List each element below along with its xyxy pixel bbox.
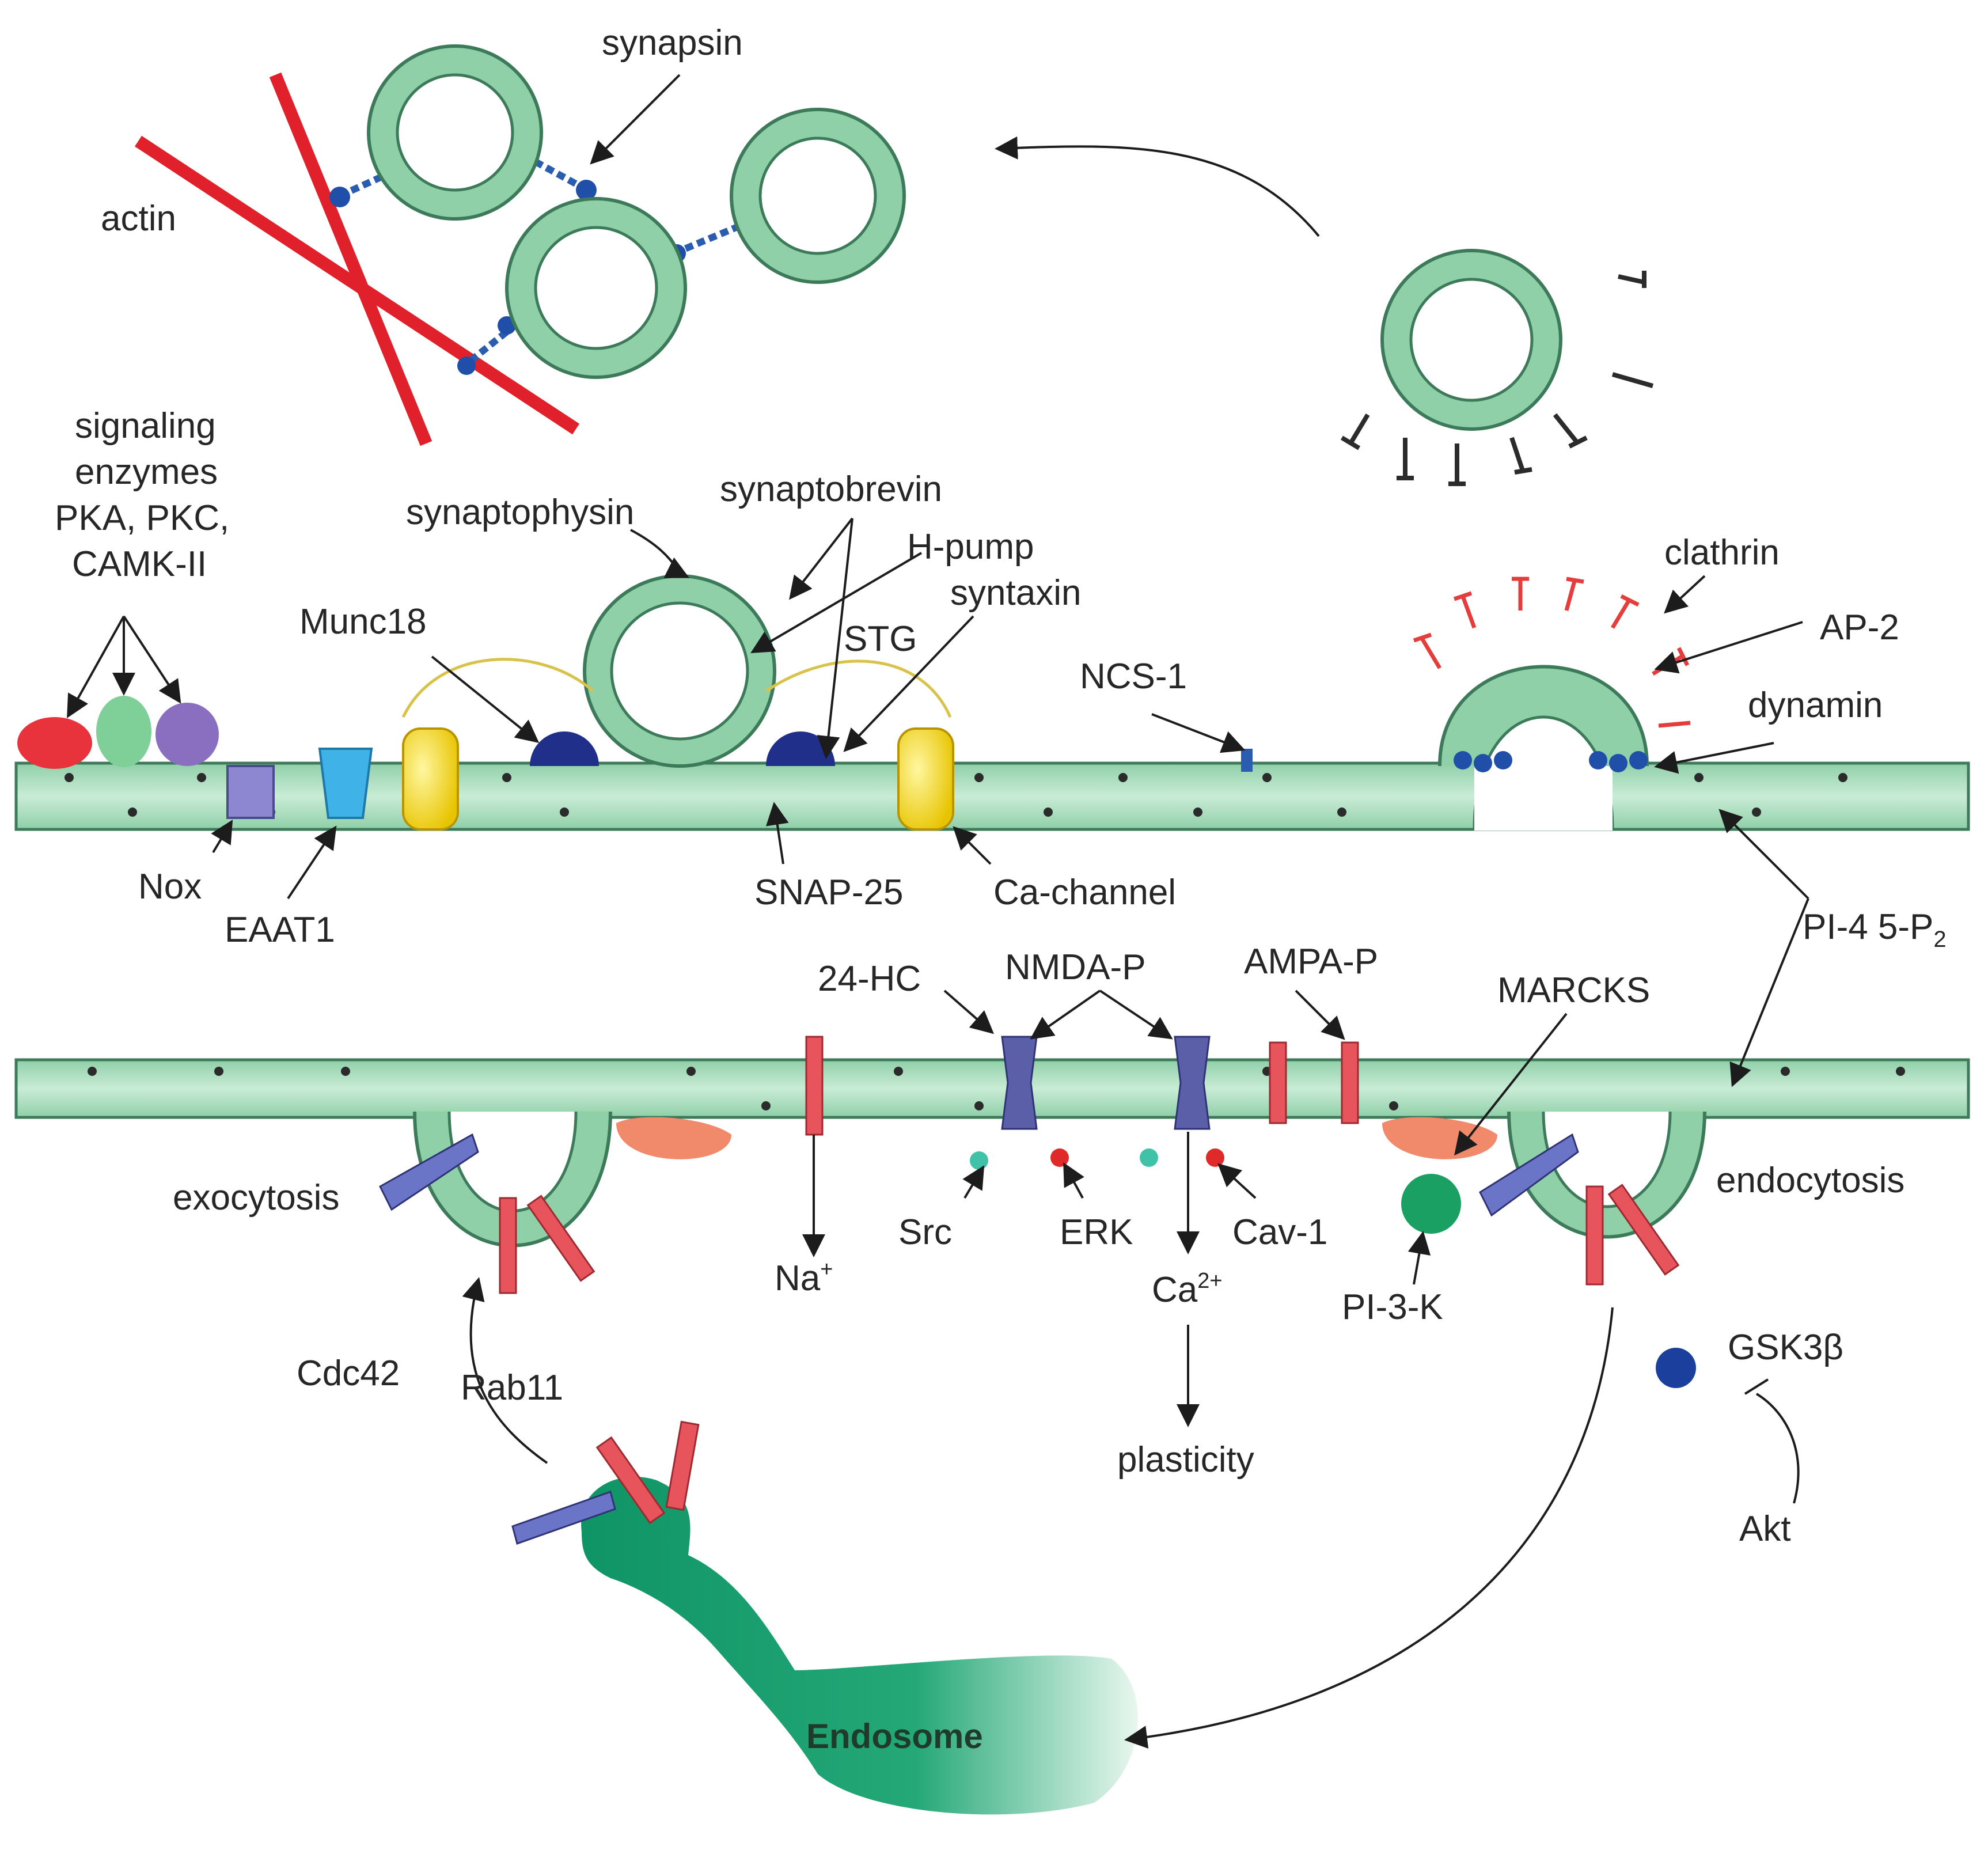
label-syntaxin: syntaxin	[950, 573, 1081, 613]
stg-arc-right	[765, 659, 952, 718]
postsynaptic-membrane	[14, 1058, 1970, 1248]
enzyme-pkc	[96, 696, 151, 767]
annotation-arrows	[67, 74, 1809, 1749]
eaat1-protein	[318, 748, 373, 819]
label-eaat1: EAAT1	[225, 910, 335, 950]
label-exocytosis: exocytosis	[173, 1178, 339, 1218]
endosome-shape	[581, 1477, 1138, 1815]
label-ap2: AP-2	[1820, 608, 1899, 647]
vesicle-top-2	[505, 197, 687, 379]
munc18-shape	[530, 731, 599, 766]
label-ca: Ca2+	[1152, 1269, 1223, 1310]
label-24hc: 24-HC	[818, 959, 921, 999]
label-pi3k: PI-3-K	[1342, 1287, 1443, 1327]
label-signaling-4: CAMK-II	[72, 544, 207, 584]
blue-wedges	[379, 1133, 1579, 1217]
label-na: Na+	[775, 1257, 833, 1298]
recycle-arrow	[995, 136, 1320, 237]
pi3k-shape	[1401, 1174, 1461, 1234]
label-ampap: AMPA-P	[1244, 942, 1378, 981]
actin-filaments	[134, 72, 580, 446]
signaling-dots	[970, 1148, 1696, 1388]
label-marcks: MARCKS	[1497, 971, 1650, 1010]
yellow-channel-1	[402, 727, 459, 831]
label-synapsin: synapsin	[602, 23, 743, 63]
marcks-shape	[616, 1117, 731, 1159]
endosome-receptors	[511, 1420, 700, 1545]
label-actin: actin	[101, 199, 176, 238]
vesicle-top-3	[730, 108, 906, 284]
gsk3b-dot	[1656, 1348, 1696, 1388]
label-cdc42: Cdc42	[297, 1354, 400, 1393]
stg-arc-left	[401, 658, 594, 718]
label-nmdap: NMDA-P	[1005, 947, 1146, 987]
label-cav1: Cav-1	[1232, 1212, 1327, 1252]
label-ca-channel: Ca-channel	[993, 873, 1176, 912]
label-signaling-2: enzymes	[75, 452, 218, 492]
label-rab11: Rab11	[461, 1368, 563, 1408]
ca-channel-shape	[897, 727, 954, 831]
label-synaptobrevin: synaptobrevin	[720, 469, 942, 509]
label-signaling-3: PKA, PKC,	[55, 498, 229, 538]
label-ncs1: NCS-1	[1080, 657, 1187, 696]
label-clathrin: clathrin	[1664, 533, 1780, 573]
nmda-receptors	[1001, 1036, 1211, 1130]
ncs1-shape	[1241, 749, 1253, 772]
label-hpump: H-pump	[907, 527, 1034, 567]
label-synaptophysin: synaptophysin	[406, 492, 634, 532]
enzyme-pka	[17, 717, 92, 769]
label-akt: Akt	[1739, 1509, 1791, 1549]
label-nox: Nox	[138, 867, 202, 907]
vesicle-recycling	[1340, 249, 1654, 486]
label-endosome: Endosome	[806, 1717, 983, 1756]
labels: synapsin actin signaling enzymes PKA, PK…	[55, 23, 1947, 1756]
label-snap25: SNAP-25	[754, 873, 903, 912]
nox-protein	[226, 765, 275, 819]
label-munc18: Munc18	[299, 602, 427, 642]
label-signaling-1: signaling	[75, 406, 216, 446]
label-stg: STG	[844, 619, 917, 659]
label-dynamin: dynamin	[1748, 685, 1883, 725]
munc18-shape-2	[766, 731, 835, 766]
vesicle-top-1	[367, 44, 543, 221]
red-receptors	[499, 1036, 1680, 1294]
label-gsk3b: GSK3β	[1728, 1328, 1843, 1367]
label-pip2: PI-4 5-P2	[1803, 907, 1947, 952]
dynamin-dots	[1454, 751, 1648, 772]
label-src: Src	[898, 1212, 952, 1252]
label-plasticity: plasticity	[1117, 1440, 1254, 1480]
label-erk: ERK	[1060, 1212, 1133, 1252]
label-endocytosis: endocytosis	[1716, 1161, 1904, 1200]
enzyme-camk	[155, 703, 219, 766]
